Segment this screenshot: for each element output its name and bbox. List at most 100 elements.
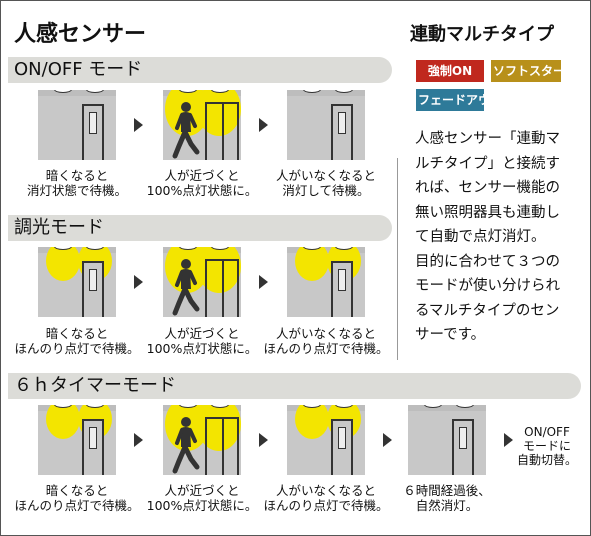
door-icon <box>82 419 104 475</box>
caption-line: ほんのり点灯で待機。 <box>14 498 140 513</box>
divider-line <box>397 158 398 360</box>
door-icon <box>82 261 104 317</box>
caption-line: 100%点灯状態に。 <box>146 341 258 356</box>
light-cone <box>197 405 241 451</box>
caption-line: 暗くなると <box>45 326 109 341</box>
caption-line: 消灯して待機。 <box>282 183 370 198</box>
door-icon <box>331 104 353 160</box>
ceiling <box>287 90 365 96</box>
door-icon <box>331 261 353 317</box>
caption-line: 消灯状態で待機。 <box>26 183 127 198</box>
door-split <box>222 261 224 317</box>
arrow-right-icon <box>383 433 392 447</box>
room-illustration <box>38 247 116 317</box>
description-line: るマルチタイプのセン <box>415 302 560 319</box>
description-line: て自動で点灯消灯。 <box>415 229 546 245</box>
caption-line: 自然消灯。 <box>415 498 479 513</box>
caption-line: 100%点灯状態に。 <box>146 183 258 198</box>
arrow-right-icon <box>134 433 143 447</box>
caption-line: 人が近づくと <box>164 326 240 341</box>
room-illustration <box>287 405 365 475</box>
step-caption: 暗くなるとほんのり点灯で待機。 <box>12 326 142 356</box>
step-caption: 人がいなくなるとほんのり点灯で待機。 <box>261 483 391 513</box>
arrow-right-icon <box>134 118 143 132</box>
arrow-right-icon <box>134 275 143 289</box>
room-illustration <box>163 247 241 317</box>
note-text: ON/OFF <box>524 425 570 439</box>
caption-line: 暗くなると <box>45 483 109 498</box>
badge-0: 強制ON <box>416 60 484 82</box>
step-caption: 暗くなると消灯状態で待機。 <box>12 168 142 198</box>
door-handle-icon <box>89 269 97 291</box>
room-illustration <box>287 90 365 160</box>
caption-line: 人が近づくと <box>164 483 240 498</box>
door-handle-icon <box>89 112 97 134</box>
door-icon <box>452 419 474 475</box>
room-illustration <box>408 405 486 475</box>
description-line: 人感センサー「連動マ <box>415 131 560 147</box>
description-line: サーです。 <box>415 327 486 343</box>
door-handle-icon <box>338 269 346 291</box>
light-glow <box>295 247 329 281</box>
person-icon <box>169 102 201 160</box>
person-icon <box>169 417 201 475</box>
door-split <box>222 419 224 475</box>
description-line: れば、センサー機能の <box>415 180 560 196</box>
caption-line: ６時間経過後、 <box>403 483 491 498</box>
caption-line: 暗くなると <box>45 168 109 183</box>
arrow-right-icon <box>259 433 268 447</box>
room-illustration <box>163 90 241 160</box>
door-handle-icon <box>338 112 346 134</box>
caption-line: ほんのり点灯で待機。 <box>263 341 389 356</box>
door-split <box>222 104 224 160</box>
light-cone <box>197 90 241 136</box>
step-caption: 人がいなくなると消灯して待機。 <box>261 168 391 198</box>
caption-line: 100%点灯状態に。 <box>146 498 258 513</box>
page-subtitle: 連動マルチタイプ <box>410 24 554 45</box>
door-handle-icon <box>338 427 346 449</box>
caption-line: 人が近づくと <box>164 168 240 183</box>
caption-line: 人がいなくなると <box>275 326 376 341</box>
mode-header-2: ６ｈタイマーモード <box>8 373 581 399</box>
step-caption: ６時間経過後、自然消灯。 <box>382 483 512 513</box>
arrow-right-icon <box>259 275 268 289</box>
open-door-icon <box>205 102 239 160</box>
step-caption: 暗くなるとほんのり点灯で待機。 <box>12 483 142 513</box>
badge-2: フェードアウト <box>416 89 502 111</box>
page-title: 人感センサー <box>14 22 147 47</box>
person-icon <box>169 259 201 317</box>
caption-line: 人がいなくなると <box>275 168 376 183</box>
description-line: 目的に合わせて３つの <box>415 253 560 270</box>
mode-header-1: 調光モード <box>8 215 392 241</box>
arrow-right-icon <box>259 118 268 132</box>
description-line: モードが使い分けられ <box>415 278 560 294</box>
caption-line: ほんのり点灯で待機。 <box>14 341 140 356</box>
door-icon <box>331 419 353 475</box>
description-line: ルチタイプ」と接続す <box>415 155 560 172</box>
arrow-right-icon <box>504 433 513 447</box>
room-illustration <box>38 405 116 475</box>
light-cone <box>197 247 241 293</box>
door-icon <box>82 104 104 160</box>
door-handle-icon <box>459 427 467 449</box>
open-door-icon <box>205 259 239 317</box>
open-door-icon <box>205 417 239 475</box>
caption-line: ほんのり点灯で待機。 <box>263 498 389 513</box>
ceiling <box>408 405 486 411</box>
step-caption: 人がいなくなるとほんのり点灯で待機。 <box>261 326 391 356</box>
room-illustration <box>287 247 365 317</box>
light-glow <box>46 405 80 439</box>
room-illustration <box>38 90 116 160</box>
note-text: モードに <box>522 439 571 453</box>
description-line: 無い照明器具も連動し <box>415 204 560 221</box>
light-glow <box>46 247 80 281</box>
door-handle-icon <box>89 427 97 449</box>
note-text: 自動切替。 <box>516 453 577 467</box>
badge-1: ソフトスタート <box>491 60 577 82</box>
caption-line: 人がいなくなると <box>275 483 376 498</box>
light-glow <box>295 405 329 439</box>
